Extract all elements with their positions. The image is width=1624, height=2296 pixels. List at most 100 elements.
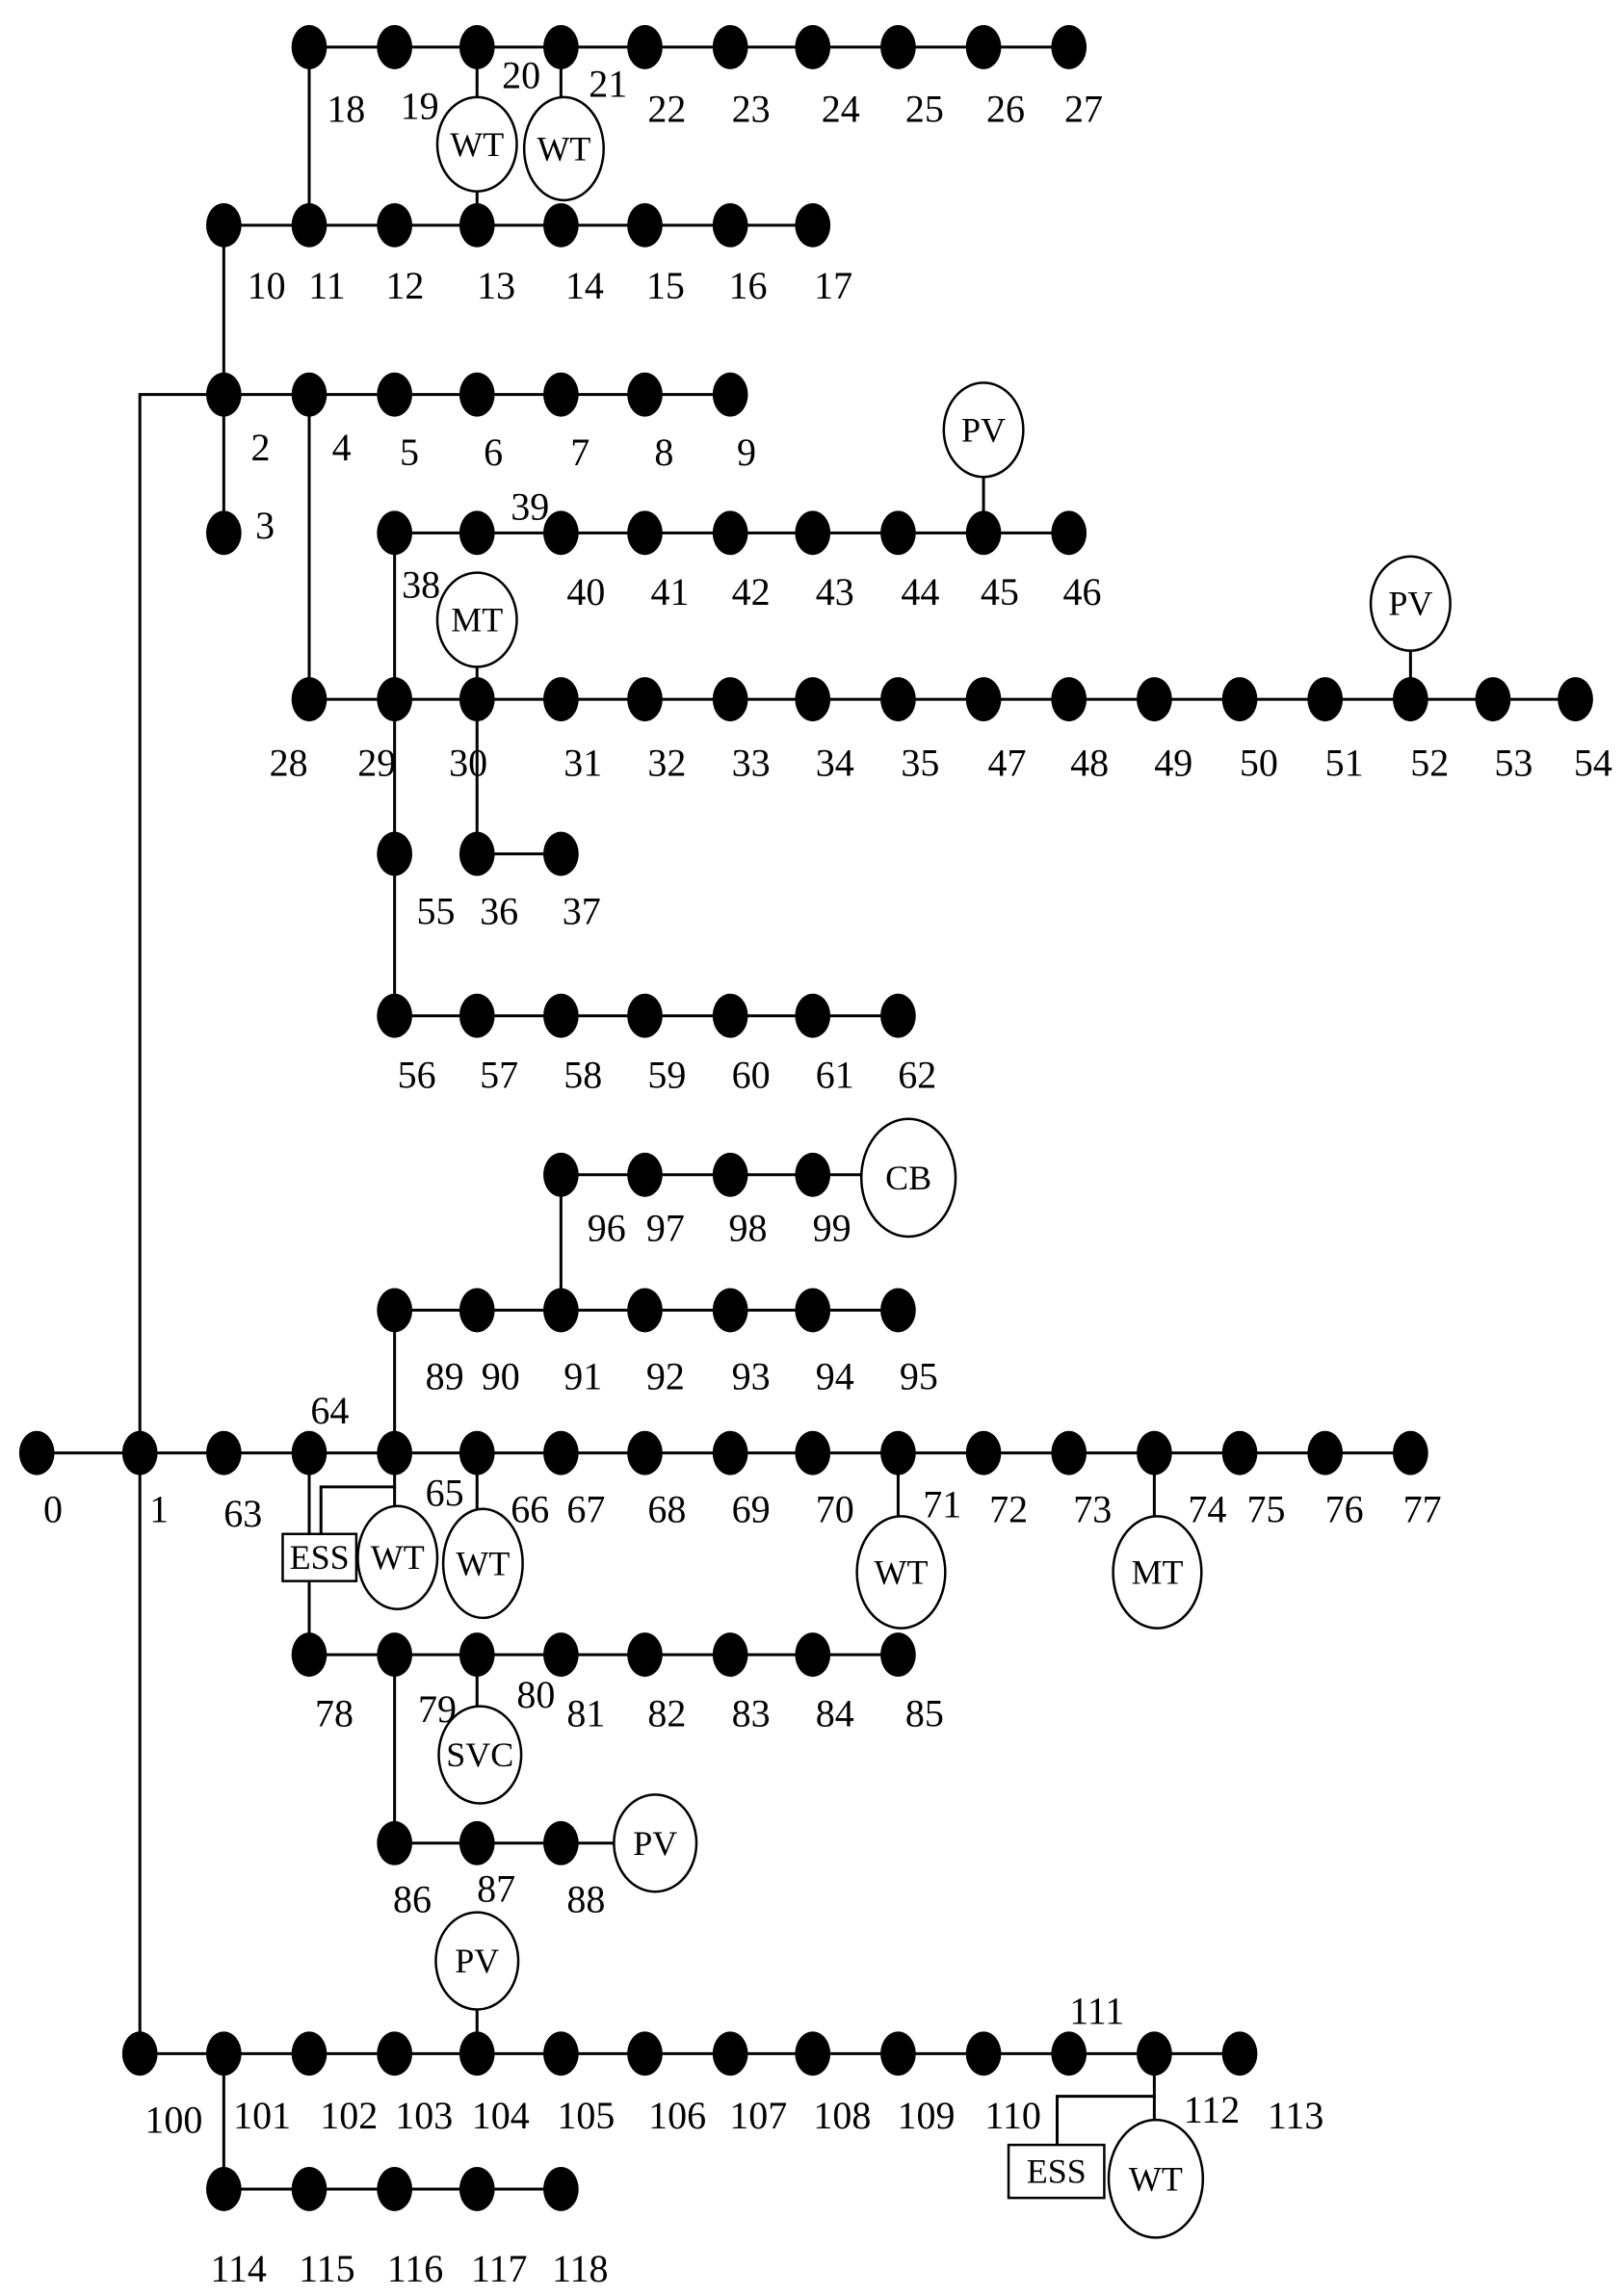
bus-node-92 [627, 1288, 663, 1333]
bus-node-17 [795, 202, 831, 248]
bus-node-32 [627, 677, 663, 721]
bus-node-106 [627, 2031, 663, 2076]
bus-node-64 [291, 1430, 327, 1475]
bus-label-113: 113 [1268, 2094, 1324, 2137]
bus-node-59 [627, 993, 663, 1038]
bus-node-48 [1051, 677, 1087, 721]
bus-label-1: 1 [149, 1487, 169, 1530]
bus-label-53: 53 [1494, 741, 1532, 784]
bus-node-51 [1307, 677, 1344, 721]
bus-node-47 [965, 677, 1002, 721]
bus-node-34 [795, 677, 831, 721]
bus-label-5: 5 [400, 430, 419, 474]
bus-label-105: 105 [557, 2094, 615, 2137]
device-circle [435, 95, 518, 193]
bus-label-27: 27 [1064, 88, 1103, 131]
bus-node-9 [712, 372, 748, 417]
svc-device-80: SVC [437, 1705, 523, 1805]
device-circle [356, 1504, 439, 1610]
wt-device-21: WT [522, 95, 605, 202]
bus-label-75: 75 [1247, 1487, 1286, 1530]
bus-label-35: 35 [901, 741, 939, 784]
bus-node-8 [627, 372, 663, 417]
bus-label-12: 12 [385, 264, 424, 307]
bus-node-19 [377, 24, 412, 69]
bus-label-81: 81 [566, 1692, 605, 1735]
bus-label-49: 49 [1154, 741, 1192, 784]
bus-label-54: 54 [1574, 741, 1612, 784]
pv-device-104: PV [434, 1911, 520, 2011]
bus-node-82 [627, 1632, 663, 1678]
bus-node-35 [880, 677, 916, 721]
bus-node-31 [543, 677, 579, 721]
device-label: WT [1129, 2159, 1183, 2198]
bus-label-7: 7 [570, 430, 589, 474]
bus-label-88: 88 [566, 1877, 605, 1920]
bus-label-24: 24 [822, 88, 860, 131]
device-label: WT [537, 129, 590, 168]
bus-node-67 [543, 1430, 579, 1475]
bus-node-111 [1051, 2031, 1087, 2076]
bus-nodes [18, 24, 1593, 2211]
bus-label-67: 67 [566, 1487, 605, 1530]
device-label: MT [1131, 1553, 1183, 1592]
bus-label-8: 8 [654, 430, 673, 474]
bus-node-61 [795, 993, 831, 1038]
bus-label-84: 84 [816, 1692, 854, 1735]
bus-label-95: 95 [900, 1355, 938, 1398]
bus-node-16 [712, 202, 748, 248]
bus-label-29: 29 [357, 741, 396, 784]
bus-node-74 [1137, 1430, 1172, 1475]
bus-label-64: 64 [310, 1389, 349, 1432]
bus-label-106: 106 [648, 2094, 706, 2137]
bus-label-73: 73 [1073, 1487, 1112, 1530]
bus-label-63: 63 [223, 1492, 262, 1535]
bus-node-50 [1221, 677, 1258, 721]
bus-label-77: 77 [1403, 1487, 1442, 1530]
bus-node-113 [1221, 2031, 1258, 2076]
bus-label-21: 21 [589, 63, 627, 106]
bus-node-18 [291, 24, 327, 69]
bus-node-55 [377, 831, 412, 876]
bus-label-2: 2 [251, 426, 271, 469]
bus-label-13: 13 [477, 264, 515, 307]
device-label: WT [371, 1538, 425, 1577]
bus-node-33 [712, 677, 748, 721]
bus-node-10 [205, 202, 242, 248]
ess-device-112: ESS [1007, 2143, 1106, 2200]
bus-node-30 [458, 677, 495, 721]
bus-node-4 [291, 372, 327, 417]
device-circle [1107, 2118, 1205, 2239]
bus-node-73 [1051, 1430, 1087, 1475]
bus-label-65: 65 [426, 1471, 464, 1514]
bus-node-76 [1307, 1430, 1344, 1475]
bus-node-20 [458, 24, 495, 69]
bus-label-70: 70 [816, 1487, 854, 1530]
bus-node-107 [712, 2031, 748, 2076]
bus-node-23 [712, 24, 748, 69]
bus-label-60: 60 [732, 1053, 771, 1096]
device-label: WT [874, 1553, 928, 1592]
bus-node-15 [627, 202, 663, 248]
device-label: PV [961, 410, 1006, 449]
bus-node-49 [1137, 677, 1172, 721]
device-circle [437, 1705, 523, 1805]
device-label: PV [1388, 585, 1432, 623]
bus-label-4: 4 [332, 426, 352, 469]
bus-label-11: 11 [308, 264, 346, 307]
bus-label-101: 101 [233, 2094, 291, 2137]
bus-label-58: 58 [563, 1053, 602, 1096]
bus-label-0: 0 [43, 1487, 63, 1530]
bus-node-57 [458, 993, 495, 1038]
bus-node-12 [377, 202, 412, 248]
bus-node-104 [458, 2031, 495, 2076]
bus-node-69 [712, 1430, 748, 1475]
bus-node-117 [458, 2167, 495, 2211]
bus-node-65 [377, 1430, 412, 1475]
device-circle [613, 1793, 698, 1893]
bus-node-27 [1051, 24, 1087, 69]
bus-node-102 [291, 2031, 327, 2076]
bus-label-87: 87 [477, 1867, 515, 1911]
